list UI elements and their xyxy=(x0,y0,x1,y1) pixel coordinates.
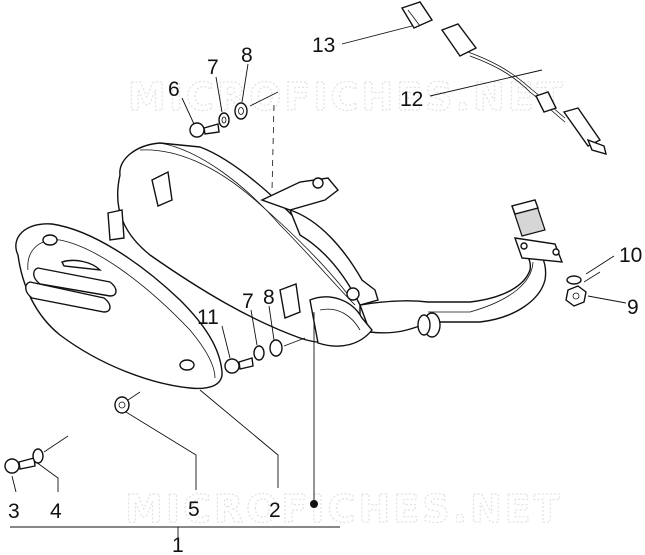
vent-slot xyxy=(25,281,111,313)
washer-10 xyxy=(566,275,582,285)
callout-11: 11 xyxy=(197,306,219,329)
assembly-axis xyxy=(283,337,306,347)
washer-7-top xyxy=(218,112,230,128)
callout-4: 4 xyxy=(50,500,62,523)
leader-8-lower xyxy=(268,305,275,341)
shield-screw-hole xyxy=(179,359,195,371)
leader-8 xyxy=(241,63,249,103)
heat-shield xyxy=(15,223,223,390)
reference-dot xyxy=(310,500,318,508)
callout-7: 7 xyxy=(207,56,219,79)
leader-2 xyxy=(199,389,279,488)
exhaust-pipe xyxy=(359,199,564,338)
callout-2: 2 xyxy=(269,499,281,522)
callout-12: 12 xyxy=(400,88,423,111)
muffler-body xyxy=(107,142,379,347)
screw-3 xyxy=(4,457,36,474)
leader-10 xyxy=(585,255,615,275)
leader-7 xyxy=(215,76,223,113)
assembly-axis xyxy=(43,435,69,453)
watermark-top: MICROFICHES.NET xyxy=(128,75,566,119)
callout-5: 5 xyxy=(188,498,200,521)
callout-8-lower: 8 xyxy=(263,286,275,309)
callout-13: 13 xyxy=(312,34,335,57)
sensor-connector xyxy=(440,23,478,57)
leader-4 xyxy=(35,461,59,492)
callout-8: 8 xyxy=(241,44,253,67)
leader-9 xyxy=(587,295,627,304)
assembly-axis xyxy=(249,91,279,107)
leader-5 xyxy=(125,411,197,490)
callout-7-lower: 7 xyxy=(242,290,254,313)
sensor-probe xyxy=(562,107,602,147)
leader-3 xyxy=(11,475,17,493)
connector-plug xyxy=(400,1,434,29)
callout-3: 3 xyxy=(8,500,20,523)
washer-4 xyxy=(32,448,44,464)
callout-6: 6 xyxy=(168,78,180,101)
screw-6 xyxy=(189,122,220,138)
watermark-bottom: MICROFICHES.NET xyxy=(125,487,563,531)
lambda-sensor xyxy=(440,23,607,156)
assembly-axis xyxy=(271,104,275,191)
screw-11 xyxy=(224,357,254,374)
leader-13 xyxy=(341,25,413,45)
nut-9 xyxy=(565,285,587,307)
callout-9: 9 xyxy=(627,296,639,319)
spacer-5 xyxy=(114,396,130,414)
assembly-axis xyxy=(127,391,141,401)
washer-8-top xyxy=(234,102,248,120)
washer-8-lower xyxy=(269,339,283,357)
shield-screw-hole xyxy=(42,234,58,246)
leader-6 xyxy=(181,97,195,125)
callout-1: 1 xyxy=(172,534,184,555)
leader-12 xyxy=(429,69,543,97)
vent-slot xyxy=(33,267,117,297)
washer-7-lower xyxy=(253,345,265,361)
leader-7-lower xyxy=(250,309,258,346)
assembly-axis xyxy=(583,271,601,283)
callout-10: 10 xyxy=(619,244,642,267)
leader-11 xyxy=(221,325,231,359)
